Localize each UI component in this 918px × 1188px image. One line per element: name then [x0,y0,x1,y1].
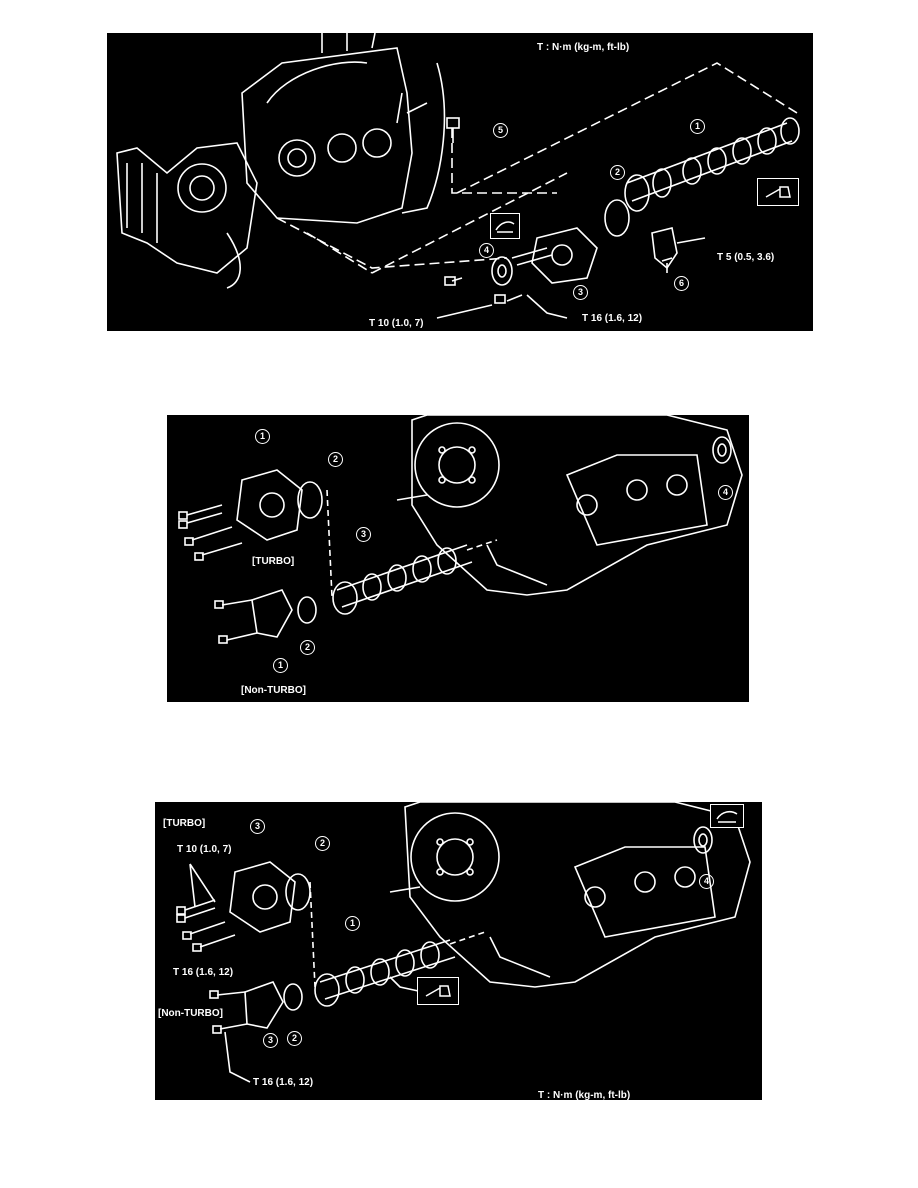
torque-16-turbo: T 16 (1.6, 12) [173,967,234,978]
callout-6: 6 [674,276,689,291]
nonturbo-cap-shape [251,589,293,638]
cylinder-head-outline [241,47,413,224]
callout-4: 4 [479,243,494,258]
panel3-drawing [176,802,751,1083]
callout-2: 2 [610,165,625,180]
callout-1-turbo: 1 [255,429,270,444]
callout-1: 1 [690,119,705,134]
torque-5: T 5 (0.5, 3.6) [717,252,775,263]
callout-4: 4 [699,874,714,889]
non-turbo-label: [Non-TURBO] [241,685,306,696]
nonturbo-cap-shape [244,981,284,1029]
grease-icon [490,213,520,239]
o-ring-shape [604,199,630,237]
engine-block-outline [411,415,743,596]
callout-1-nonturbo: 1 [273,658,288,673]
dipstick-tube [401,62,446,214]
diagram-panel-camshaft-install: [TURBO] T 10 (1.0, 7) T 16 (1.6, 12) [No… [155,802,762,1101]
callout-5: 5 [493,123,508,138]
engine-block-outline [404,802,751,988]
torque-16: T 16 (1.6, 12) [582,313,643,324]
panel1-torque-units: T : N·m (kg-m, ft-lb) [537,42,630,53]
panel2-drawing [178,415,743,644]
flywheel-shape [414,422,500,508]
oil-can-icon [417,977,459,1005]
torque-10: T 10 (1.0, 7) [369,318,424,329]
panel3-torque-units: T : N·m (kg-m, ft-lb) [538,1090,631,1101]
manifold-outline [116,142,258,274]
callout-2-nonturbo: 2 [300,640,315,655]
callout-3-nonturbo: 3 [263,1033,278,1048]
callout-1: 1 [345,916,360,931]
panel1-drawing [116,33,800,319]
callout-3-turbo: 3 [250,819,265,834]
diagram-panel-camshaft-turbo-nonturbo: 1 2 3 4 1 2 [TURBO] [Non-TURBO] [167,415,749,702]
callout-2-turbo: 2 [315,836,330,851]
turbo-label: [TURBO] [163,818,206,829]
torque-10: T 10 (1.0, 7) [177,844,232,855]
camshaft-shape [624,117,800,212]
turbo-housing-shape [236,469,303,541]
cam-housing-shape [531,227,598,284]
non-turbo-label: [Non-TURBO] [158,1008,223,1019]
callout-3: 3 [573,285,588,300]
oil-can-icon [757,178,799,206]
camshaft-shape [332,544,473,615]
camshaft-shape [314,939,456,1007]
callout-4: 4 [718,485,733,500]
callout-3: 3 [356,527,371,542]
turbo-label: [TURBO] [252,556,295,567]
turbo-housing-shape [229,861,296,933]
callout-2-nonturbo: 2 [287,1031,302,1046]
diagram-panel-camshaft-exploded: T : N·m (kg-m, ft-lb) 1 2 3 4 5 6 T 5 (0… [107,33,813,331]
grease-icon [710,804,744,828]
torque-16-nonturbo: T 16 (1.6, 12) [253,1077,314,1088]
callout-2-turbo: 2 [328,452,343,467]
flywheel-shape [410,812,500,902]
